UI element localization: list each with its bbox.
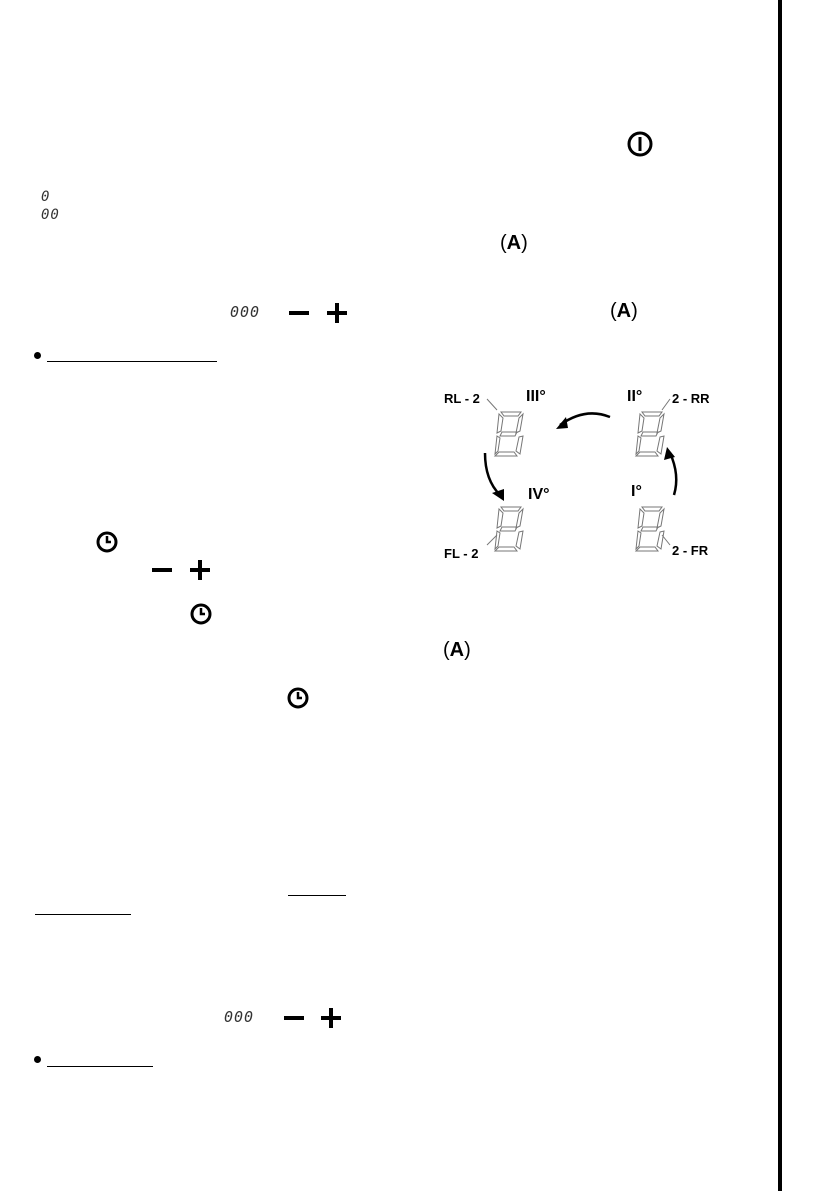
segment-display-triple: 000 bbox=[230, 303, 261, 321]
seven-segment-icon bbox=[635, 506, 665, 552]
plus-icon[interactable] bbox=[326, 302, 348, 324]
zone-diagram bbox=[483, 398, 678, 552]
label-iii: III° bbox=[526, 388, 546, 405]
arrow-icon bbox=[668, 452, 678, 496]
text-underline bbox=[288, 895, 346, 896]
label-ii: II° bbox=[627, 388, 643, 405]
power-icon bbox=[627, 131, 653, 157]
segment-display-triple: 000 bbox=[224, 1008, 255, 1026]
heading-underline bbox=[47, 361, 217, 362]
seven-segment-icon bbox=[494, 411, 524, 457]
seven-segment-icon bbox=[635, 411, 665, 457]
arrow-icon bbox=[559, 412, 611, 427]
segment-display-single: 0 bbox=[41, 189, 51, 205]
auto-icon: (A) bbox=[500, 232, 528, 254]
label-i: I° bbox=[631, 483, 642, 500]
plus-icon[interactable] bbox=[189, 559, 211, 581]
seven-segment-icon bbox=[494, 506, 524, 552]
page-edge-rule bbox=[778, 0, 782, 1191]
arrow-icon bbox=[483, 452, 501, 496]
timer-icon[interactable] bbox=[189, 602, 213, 626]
plus-icon[interactable] bbox=[320, 1007, 342, 1029]
text-underline bbox=[35, 914, 131, 915]
auto-icon: (A) bbox=[443, 639, 471, 661]
label-rl: RL - 2 bbox=[444, 391, 480, 406]
segment-display-double: 00 bbox=[41, 207, 60, 223]
label-fl: FL - 2 bbox=[444, 546, 479, 561]
bullet bbox=[34, 352, 41, 359]
label-fr: 2 - FR bbox=[672, 543, 709, 558]
minus-icon[interactable] bbox=[283, 1010, 305, 1026]
timer-icon[interactable] bbox=[286, 686, 310, 710]
auto-icon: (A) bbox=[610, 300, 638, 322]
minus-icon[interactable] bbox=[288, 305, 310, 321]
bullet bbox=[34, 1056, 41, 1063]
heading-underline bbox=[47, 1066, 153, 1067]
minus-icon[interactable] bbox=[151, 562, 173, 578]
label-rr: 2 - RR bbox=[672, 391, 710, 406]
timer-icon[interactable] bbox=[95, 530, 119, 554]
label-iv: IV° bbox=[528, 486, 550, 503]
